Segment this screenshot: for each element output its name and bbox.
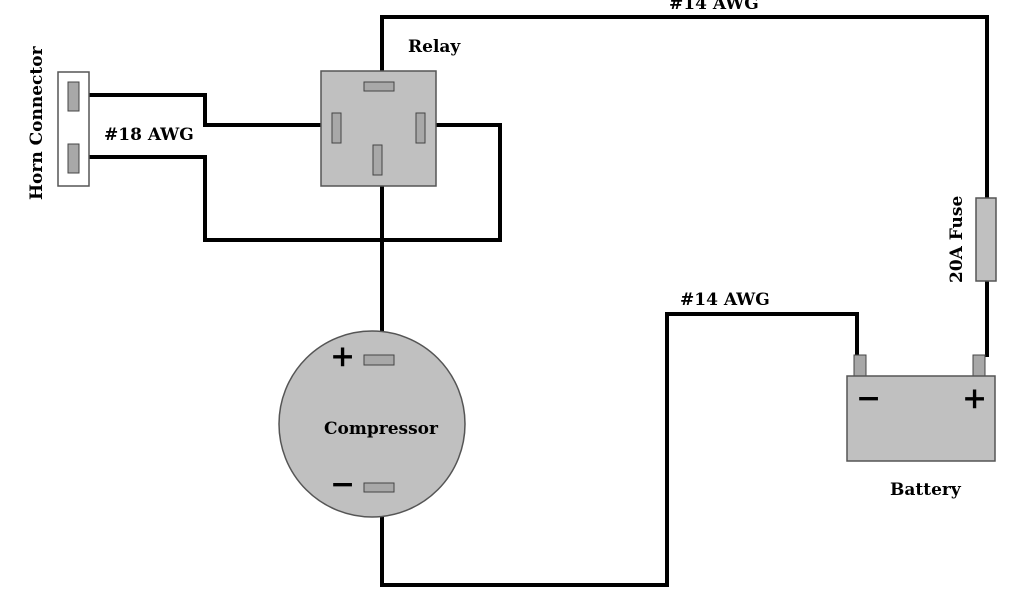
battery-post-minus — [853, 354, 867, 378]
label-wire-18awg: #18 AWG — [104, 125, 194, 145]
label-wire-14awg-top: #14 AWG — [669, 0, 759, 14]
label-battery: Battery — [890, 480, 962, 500]
horn-terminal-bottom — [67, 143, 80, 174]
battery-plus-sign: + — [962, 381, 987, 416]
compressor — [278, 330, 466, 518]
battery-post-plus — [972, 354, 986, 378]
label-horn-connector: Horn Connector — [27, 45, 47, 200]
horn-connector — [57, 71, 90, 187]
relay-terminal-right — [415, 112, 426, 144]
horn-terminal-top — [67, 81, 80, 112]
label-fuse: 20A Fuse — [947, 196, 967, 283]
label-compressor: Compressor — [324, 419, 439, 439]
relay-terminal-left — [331, 112, 342, 144]
label-wire-14awg-bottom: #14 AWG — [680, 290, 770, 310]
wire-relay-to-fuse — [380, 15, 989, 200]
compressor-minus-sign: − — [330, 467, 355, 502]
compressor-terminal-minus — [363, 482, 395, 493]
relay-terminal-top — [363, 81, 395, 92]
wire-horn-to-relay-left — [80, 93, 336, 127]
relay — [320, 70, 437, 187]
wire-horn-to-relay-right — [80, 123, 502, 242]
fuse — [975, 197, 997, 282]
battery — [846, 354, 996, 462]
wires — [80, 15, 989, 587]
label-relay: Relay — [408, 37, 461, 57]
battery-minus-sign: − — [856, 381, 881, 416]
wire-compressor-to-battery-minus — [380, 312, 859, 587]
compressor-plus-sign: + — [330, 339, 355, 374]
compressor-terminal-plus — [363, 354, 395, 366]
relay-terminal-bottom — [372, 144, 383, 176]
